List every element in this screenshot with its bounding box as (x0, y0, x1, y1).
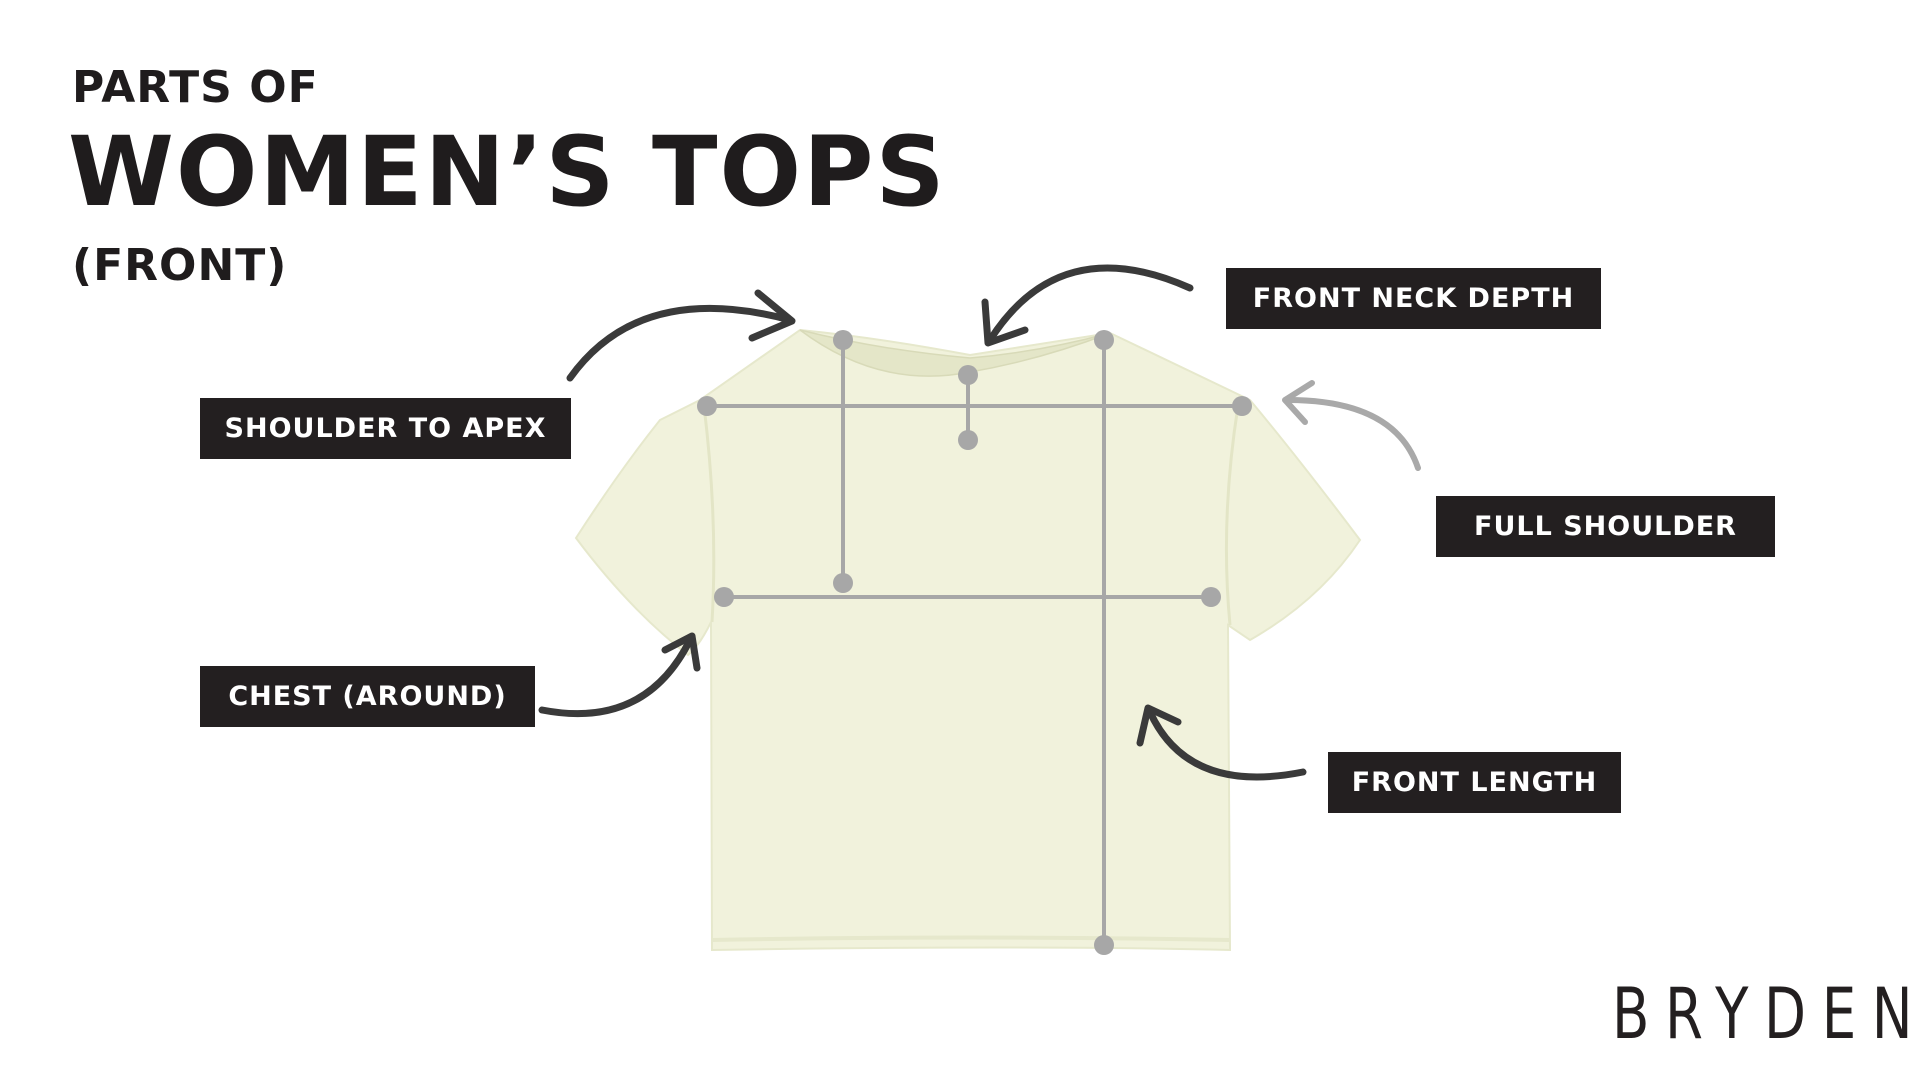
point-neck-top (958, 365, 978, 385)
measurement-lines (707, 340, 1242, 945)
arrows (538, 264, 1421, 781)
right-sleeve-seam (1224, 405, 1240, 626)
label-front-neck-depth: FRONT NECK DEPTH (1226, 268, 1601, 329)
shoulder-apex-arrowhead (748, 289, 796, 342)
point-apex-top (833, 330, 853, 350)
tshirt-body (574, 328, 1362, 952)
title-prefix: PARTS OF (72, 62, 319, 113)
label-shoulder-to-apex: SHOULDER TO APEX (200, 398, 571, 459)
label-front-length: FRONT LENGTH (1328, 752, 1621, 813)
front-length-arrow (1146, 708, 1307, 781)
full-shoulder-arrow (1285, 397, 1421, 471)
full-shoulder-arrowhead (1282, 380, 1315, 425)
brand-logo: BRYDEN (1612, 973, 1920, 1055)
point-shoulder-right (1232, 396, 1252, 416)
point-length-top (1094, 330, 1114, 350)
point-chest-left (714, 587, 734, 607)
chest-arrowhead (661, 632, 701, 672)
title-view: (FRONT) (72, 240, 288, 291)
point-length-bottom (1094, 935, 1114, 955)
measurement-points (697, 330, 1252, 955)
point-neck-bottom (958, 430, 978, 450)
neck-depth-arrow (986, 264, 1194, 344)
left-sleeve-seam (702, 405, 716, 623)
tshirt-hem (711, 935, 1231, 942)
chest-arrow (538, 636, 694, 718)
point-apex-bottom (833, 573, 853, 593)
point-shoulder-left (697, 396, 717, 416)
front-length-arrowhead (1136, 704, 1182, 747)
label-full-shoulder: FULL SHOULDER (1436, 496, 1775, 557)
neck-depth-arrowhead (981, 298, 1029, 347)
label-chest-around: CHEST (AROUND) (200, 666, 535, 727)
page-title: WOMEN’S TOPS (68, 116, 947, 228)
shoulder-apex-arrow (566, 304, 794, 382)
point-chest-right (1201, 587, 1221, 607)
